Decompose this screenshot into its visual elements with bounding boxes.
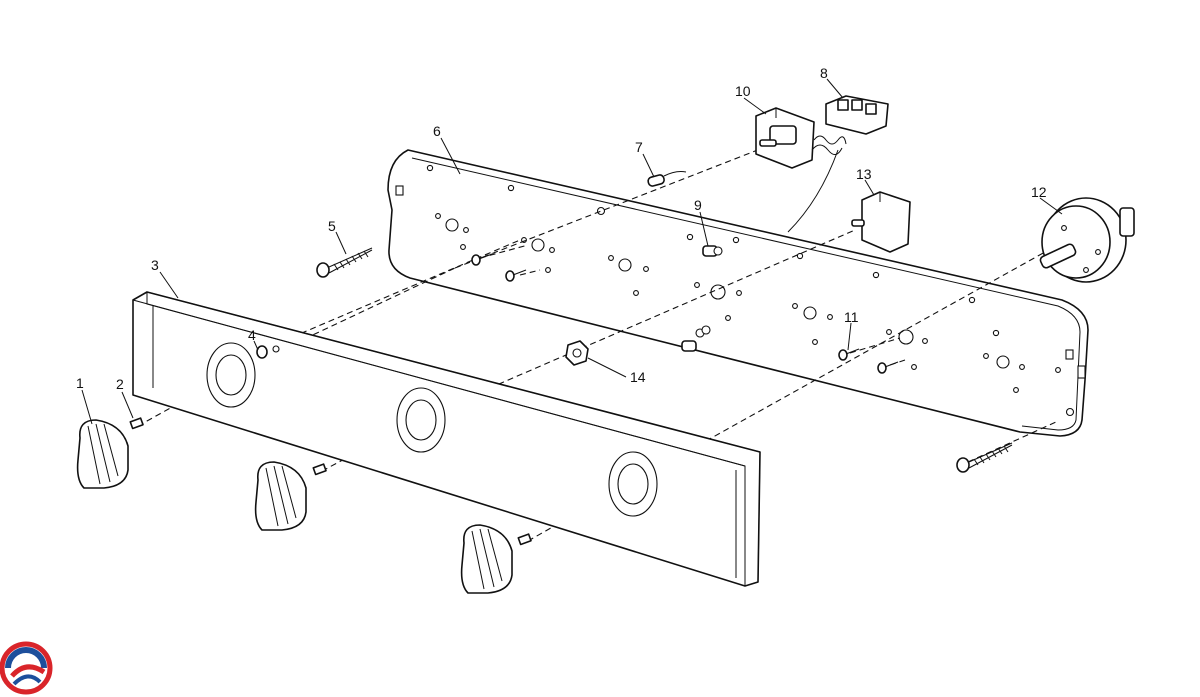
thermostat: [755, 107, 847, 233]
fixing-screw-lower: [956, 442, 1013, 473]
leader-lines: [81, 78, 1063, 425]
control-knob-2: [254, 461, 307, 531]
callout-8: 8: [820, 65, 828, 81]
callout-6: 6: [433, 123, 441, 139]
fascia-clip: [256, 345, 268, 359]
callout-5: 5: [328, 218, 336, 234]
control-knob-3: [460, 524, 513, 594]
control-knob-1: [76, 419, 129, 489]
callout-10: 10: [735, 83, 751, 99]
bracket-clip-9: [681, 245, 723, 352]
spindle-adaptor-1: [129, 417, 144, 430]
control-panel-bracket: [387, 149, 1089, 437]
callout-9: 9: [694, 197, 702, 213]
neon-indicator: [647, 171, 687, 187]
callout-11: 11: [844, 309, 859, 325]
timer-unit: [1039, 197, 1135, 283]
selector-switch: [825, 95, 889, 135]
callout-1: 1: [76, 375, 84, 391]
hex-nut: [565, 340, 589, 366]
fixing-screw-5: [316, 247, 373, 278]
small-screws: [471, 253, 899, 374]
callout-12: 12: [1031, 184, 1047, 200]
callout-7: 7: [635, 139, 643, 155]
callout-labels: 1 2 3 4 5 6 7 8 9 10 11 12 13 14: [76, 65, 1047, 392]
callout-14: 14: [630, 369, 646, 385]
brand-logo-icon: [0, 641, 53, 695]
spindle-adaptor-2: [312, 463, 327, 476]
energy-regulator: [851, 191, 911, 253]
front-fascia-panel: [132, 291, 761, 587]
spindle-adaptor-3: [517, 533, 532, 546]
callout-4: 4: [248, 327, 256, 343]
callout-13: 13: [856, 166, 872, 182]
callout-2: 2: [116, 376, 124, 392]
callout-3: 3: [151, 257, 159, 273]
